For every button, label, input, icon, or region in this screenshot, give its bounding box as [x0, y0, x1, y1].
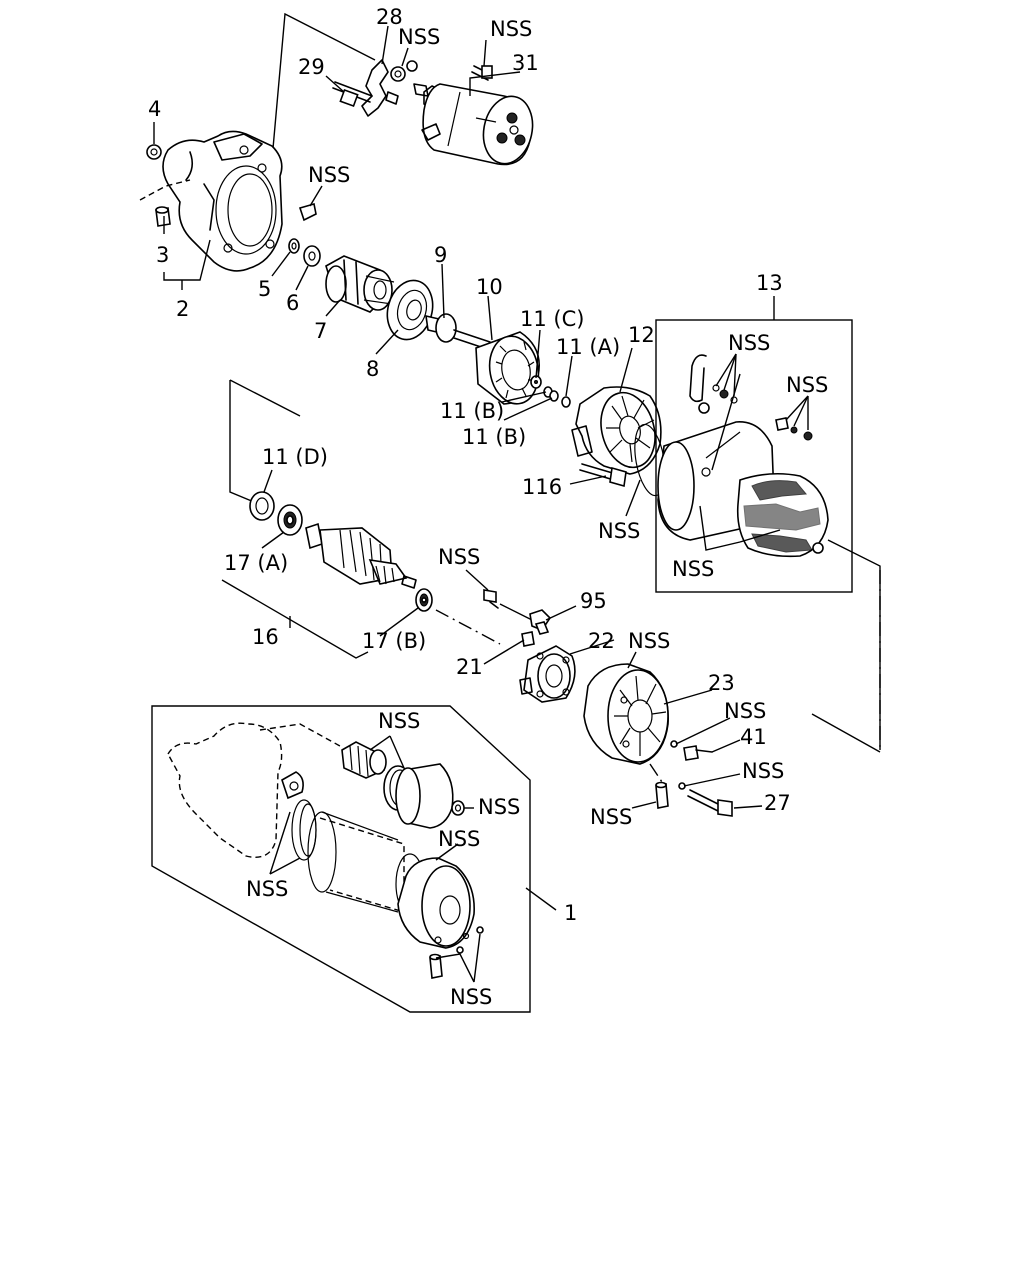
screw-nss-31: [471, 65, 493, 81]
field-yoke-13-box: [655, 319, 853, 593]
washer-5: [288, 238, 300, 254]
bolt-116: [579, 463, 627, 488]
nut-4: [146, 144, 162, 160]
label-2: 2: [176, 297, 189, 321]
solenoid-31: [413, 83, 534, 166]
label-nss-pin: NSS: [590, 805, 632, 829]
label-nss-box1-d: NSS: [246, 877, 288, 901]
label-31: 31: [512, 51, 539, 75]
label-nss-box1-c: NSS: [438, 827, 480, 851]
label-22: 22: [588, 629, 615, 653]
label-nss-27: NSS: [742, 759, 784, 783]
washer-11a: [561, 396, 571, 408]
brush-plate-22: [519, 645, 576, 703]
washer-6: [303, 245, 321, 267]
label-11b-2: 11 (B): [462, 425, 526, 449]
label-nss-coil: NSS: [672, 557, 714, 581]
label-116: 116: [522, 475, 562, 499]
through-bolt-27: [678, 782, 733, 817]
label-17a: 17 (A): [224, 551, 288, 575]
label-11b-1: 11 (B): [440, 399, 504, 423]
gear-10: [475, 331, 540, 405]
label-11c: 11 (C): [520, 307, 584, 331]
label-17b: 17 (B): [362, 629, 426, 653]
label-12: 12: [628, 323, 655, 347]
label-nss-box13-b: NSS: [786, 373, 828, 397]
plate-8: [386, 279, 434, 341]
bearing-17b: [415, 588, 433, 612]
label-29: 29: [298, 55, 325, 79]
washer-11d: [249, 491, 275, 521]
label-9: 9: [434, 243, 447, 267]
label-nss-box1-b: NSS: [478, 795, 520, 819]
end-cover-23: [583, 663, 669, 765]
label-nss-22: NSS: [628, 629, 670, 653]
solenoid-assembly: [269, 12, 534, 183]
bolt-29: [332, 81, 373, 108]
armature-16: [305, 522, 417, 589]
center-housing-12: [571, 386, 662, 475]
label-nss-41: NSS: [724, 699, 766, 723]
bearing-17a: [277, 504, 303, 536]
label-27: 27: [764, 791, 791, 815]
label-nss-box13-a: NSS: [728, 331, 770, 355]
label-nss-brush: NSS: [438, 545, 480, 569]
brush-21: [521, 631, 535, 647]
label-11d: 11 (D): [262, 445, 328, 469]
label-7: 7: [314, 319, 327, 343]
label-nss-box1-a: NSS: [378, 709, 420, 733]
label-nss-31: NSS: [490, 17, 532, 41]
plug-3: [155, 206, 171, 227]
label-11a: 11 (A): [556, 335, 620, 359]
washer-11b-2: [549, 390, 559, 402]
shaft-9: [425, 313, 491, 351]
label-28: 28: [376, 5, 403, 29]
label-8: 8: [366, 357, 379, 381]
pin-nss: [655, 781, 669, 809]
label-nss-housing: NSS: [308, 163, 350, 187]
label-41: 41: [740, 725, 767, 749]
label-23: 23: [708, 671, 735, 695]
label-nss-box1-e: NSS: [450, 985, 492, 1009]
label-10: 10: [476, 275, 503, 299]
label-nss-28: NSS: [398, 25, 440, 49]
label-16: 16: [252, 625, 279, 649]
label-3: 3: [156, 243, 169, 267]
label-1: 1: [564, 901, 577, 925]
drive-housing-2: [162, 130, 283, 272]
label-6: 6: [286, 291, 299, 315]
label-95: 95: [580, 589, 607, 613]
label-13: 13: [756, 271, 783, 295]
label-5: 5: [258, 277, 271, 301]
part-labels: 4 3 2 5 6 7 8 9 10 11 (C) 11 (A) 11 (B) …: [148, 5, 828, 1009]
label-nss-seal: NSS: [598, 519, 640, 543]
screw-nss-brush: [483, 589, 499, 609]
pinion-clutch-7: [325, 255, 395, 313]
brush-holder-95: [529, 609, 552, 635]
label-21: 21: [456, 655, 483, 679]
leader-lines: [153, 25, 809, 983]
label-4: 4: [148, 97, 161, 121]
starter-assembly-1-box: [151, 705, 531, 1013]
